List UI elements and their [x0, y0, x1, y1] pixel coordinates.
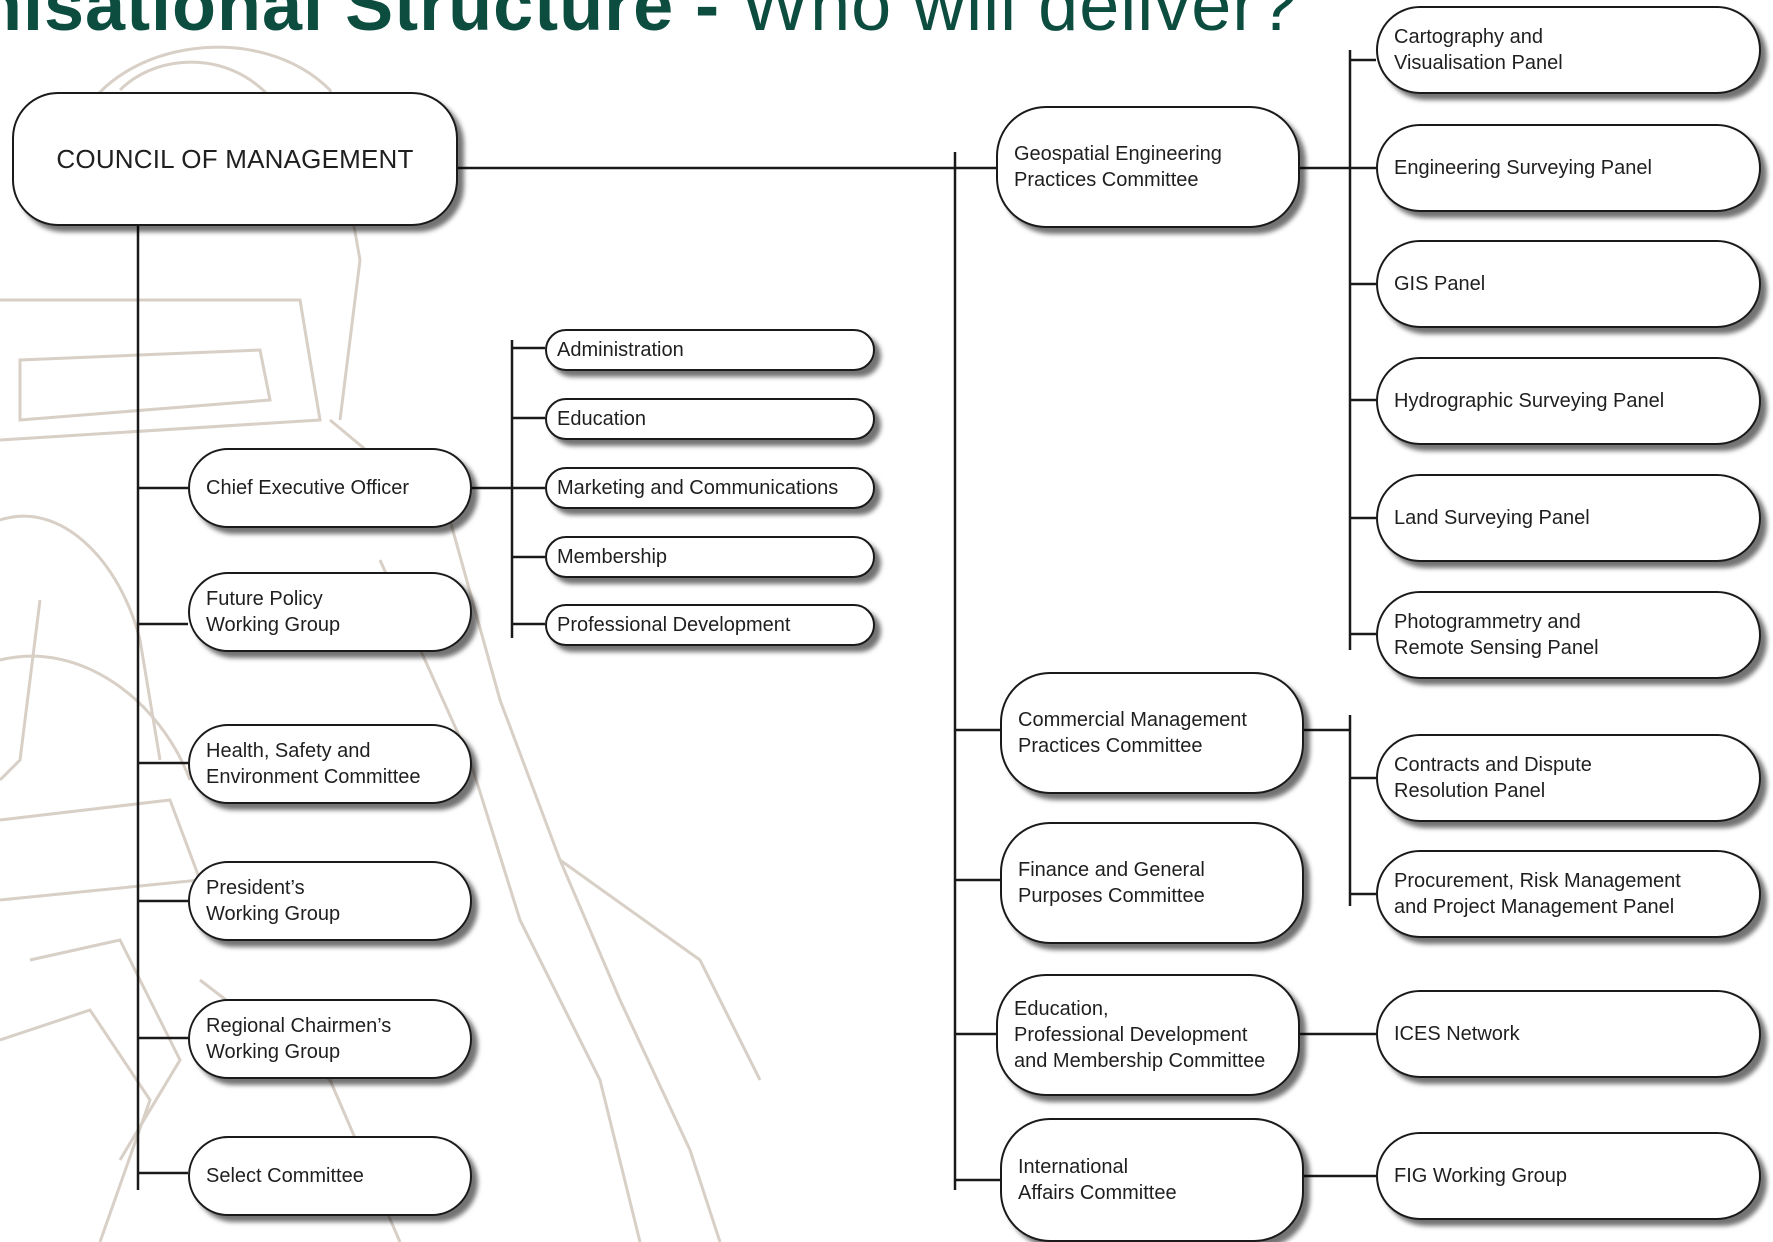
ices-network-box: ICES Network: [1376, 990, 1761, 1078]
title-light: Who will deliver?: [741, 0, 1299, 46]
panel-land-surveying: Land Surveying Panel: [1376, 474, 1761, 562]
panel-label: Cartography and Visualisation Panel: [1394, 26, 1563, 74]
panel-engineering-surveying: Engineering Surveying Panel: [1376, 124, 1761, 212]
department-label: Education: [557, 408, 646, 430]
department-education: Education: [545, 398, 875, 440]
left-node-future-policy: Future Policy Working Group: [188, 572, 472, 652]
department-label: Membership: [557, 546, 668, 568]
panel-hydrographic: Hydrographic Surveying Panel: [1376, 357, 1761, 445]
left-node-health-safety: Health, Safety and Environment Committee: [188, 724, 472, 804]
left-node-label: Select Committee: [206, 1165, 364, 1187]
committee-geospatial: Geospatial Engineering Practices Committ…: [996, 106, 1300, 228]
panel-procurement-risk: Procurement, Risk Management and Project…: [1376, 850, 1761, 938]
panel-label: Hydrographic Surveying Panel: [1394, 390, 1665, 412]
council-of-management-box: COUNCIL OF MANAGEMENT: [12, 92, 458, 226]
committee-label: Finance and General Purposes Committee: [1018, 859, 1205, 907]
department-membership: Membership: [545, 536, 875, 578]
left-node-presidents-group: President’s Working Group: [188, 861, 472, 941]
fig-working-group-box: FIG Working Group: [1376, 1132, 1761, 1220]
panel-label: Photogrammetry and Remote Sensing Panel: [1394, 611, 1599, 659]
panel-gis: GIS Panel: [1376, 240, 1761, 328]
ices-network-label: ICES Network: [1394, 1023, 1520, 1045]
committee-education: Education, Professional Development and …: [996, 974, 1300, 1096]
department-professional-development: Professional Development: [545, 604, 875, 646]
committee-commercial: Commercial Management Practices Committe…: [1000, 672, 1304, 794]
panel-label: Engineering Surveying Panel: [1394, 157, 1652, 179]
council-label: COUNCIL OF MANAGEMENT: [56, 144, 414, 174]
department-label: Administration: [557, 339, 684, 361]
title-bold: nisational Structure -: [0, 0, 742, 46]
panel-contracts-dispute: Contracts and Dispute Resolution Panel: [1376, 734, 1761, 822]
page-title: nisational Structure - Who will deliver?: [0, 0, 1298, 46]
left-node-label: Future Policy Working Group: [206, 588, 341, 636]
department-label: Professional Development: [557, 614, 791, 636]
left-node-label: Chief Executive Officer: [206, 477, 410, 499]
department-marketing: Marketing and Communications: [545, 467, 875, 509]
committee-label: Education, Professional Development and …: [1014, 998, 1266, 1072]
committee-label: International Affairs Committee: [1018, 1156, 1177, 1204]
left-node-select-committee: Select Committee: [188, 1136, 472, 1216]
left-node-label: Regional Chairmen’s Working Group: [206, 1015, 392, 1063]
panel-photogrammetry: Photogrammetry and Remote Sensing Panel: [1376, 591, 1761, 679]
committee-international: International Affairs Committee: [1000, 1118, 1304, 1242]
committee-label: Commercial Management Practices Committe…: [1018, 709, 1247, 757]
department-label: Marketing and Communications: [557, 477, 839, 499]
committee-finance: Finance and General Purposes Committee: [1000, 822, 1304, 944]
left-node-ceo: Chief Executive Officer: [188, 448, 472, 528]
committee-label: Geospatial Engineering Practices Committ…: [1014, 143, 1222, 191]
left-node-regional-chairmen: Regional Chairmen’s Working Group: [188, 999, 472, 1079]
panel-cartography: Cartography and Visualisation Panel: [1376, 6, 1761, 94]
department-administration: Administration: [545, 329, 875, 371]
fig-working-group-label: FIG Working Group: [1394, 1165, 1568, 1187]
panel-label: Procurement, Risk Management and Project…: [1394, 870, 1681, 918]
left-node-label: President’s Working Group: [206, 877, 341, 925]
panel-label: GIS Panel: [1394, 273, 1486, 295]
panel-label: Land Surveying Panel: [1394, 507, 1590, 529]
left-node-label: Health, Safety and Environment Committee: [206, 740, 421, 788]
panel-label: Contracts and Dispute Resolution Panel: [1394, 754, 1592, 802]
